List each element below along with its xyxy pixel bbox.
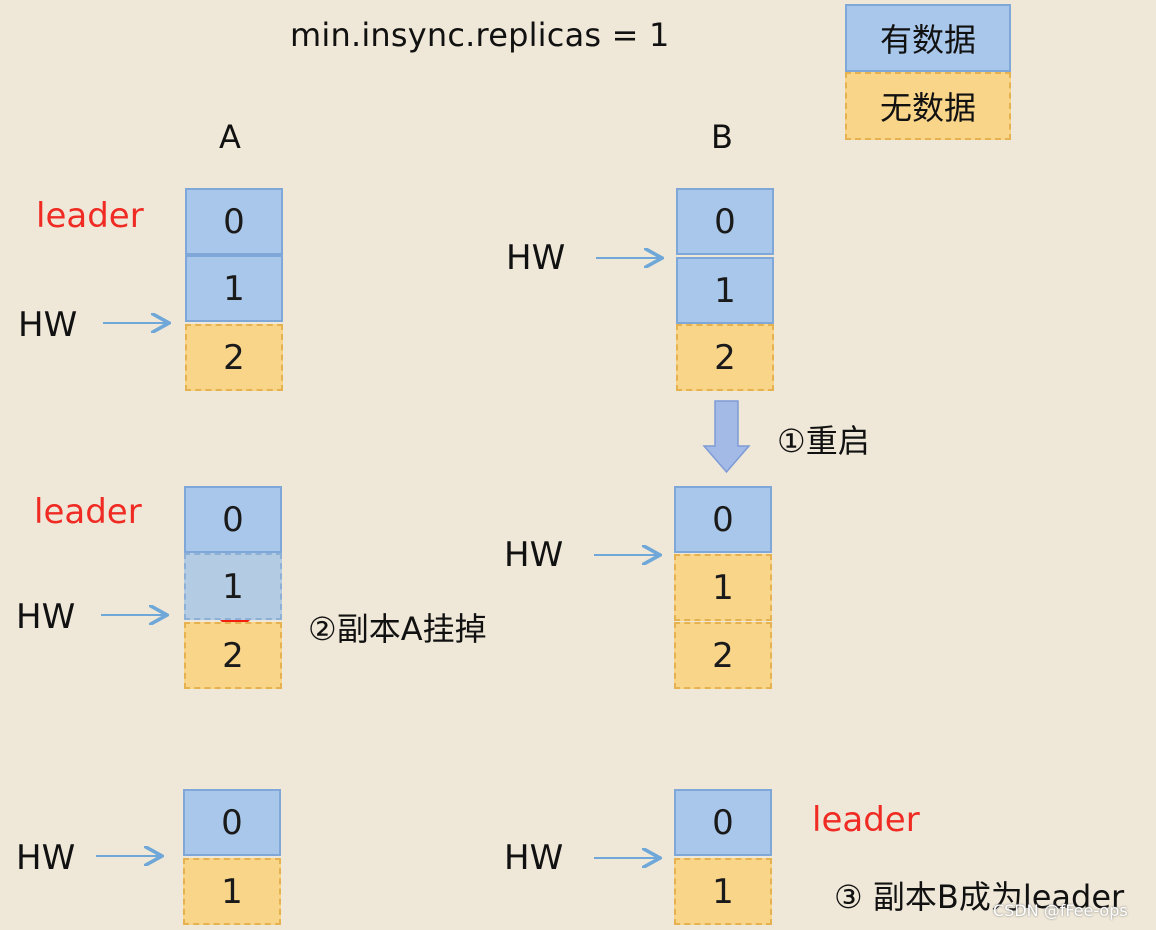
log-cell-b3-1: 1 xyxy=(674,858,772,925)
log-cell-a2-2: 2 xyxy=(184,622,282,689)
log-cell-a-1: 1 xyxy=(185,255,283,322)
hw-label-a-step3: HW xyxy=(16,838,76,878)
hw-label-b-step2: HW xyxy=(504,535,564,575)
legend-no-data: 无数据 xyxy=(845,72,1011,140)
step-replica-b-leader-label: ③ 副本B成为leader xyxy=(834,878,1125,916)
log-cell-b-1: 1 xyxy=(676,257,774,324)
log-cell-b2-1: 1 xyxy=(674,554,772,621)
log-cell-a-0: 0 xyxy=(185,188,283,255)
log-cell-b-2: 2 xyxy=(676,324,774,391)
hw-label-b: HW xyxy=(506,238,566,278)
log-cell-b-0: 0 xyxy=(676,188,774,255)
log-cell-b3-0: 0 xyxy=(674,789,772,856)
hw-label-a-step2: HW xyxy=(16,597,76,637)
watermark: CSDN @fFee-ops xyxy=(993,901,1128,920)
legend-has-data: 有数据 xyxy=(845,4,1011,72)
log-cell-b2-0: 0 xyxy=(674,486,772,553)
step-restart-label: ①重启 xyxy=(777,422,870,460)
log-cell-a3-0: 0 xyxy=(183,789,281,856)
restart-down-arrow xyxy=(702,400,751,474)
log-cell-b2-2: 2 xyxy=(674,622,772,689)
log-cell-a-2: 2 xyxy=(185,324,283,391)
log-cell-a2-1: 1 xyxy=(184,553,282,620)
log-cell-a3-1: 1 xyxy=(183,858,281,925)
leader-label-a-step2: leader xyxy=(34,492,142,532)
hw-label-b-step3: HW xyxy=(504,838,564,878)
step-replica-a-down-label: ②副本A挂掉 xyxy=(308,610,487,648)
column-b-header: B xyxy=(711,118,733,156)
diagram-title: min.insync.replicas = 1 xyxy=(290,16,670,54)
log-cell-a2-0: 0 xyxy=(184,486,282,553)
leader-label-b: leader xyxy=(812,800,920,840)
hw-label-a: HW xyxy=(18,305,78,345)
leader-label-a: leader xyxy=(36,196,144,236)
column-a-header: A xyxy=(219,118,241,156)
